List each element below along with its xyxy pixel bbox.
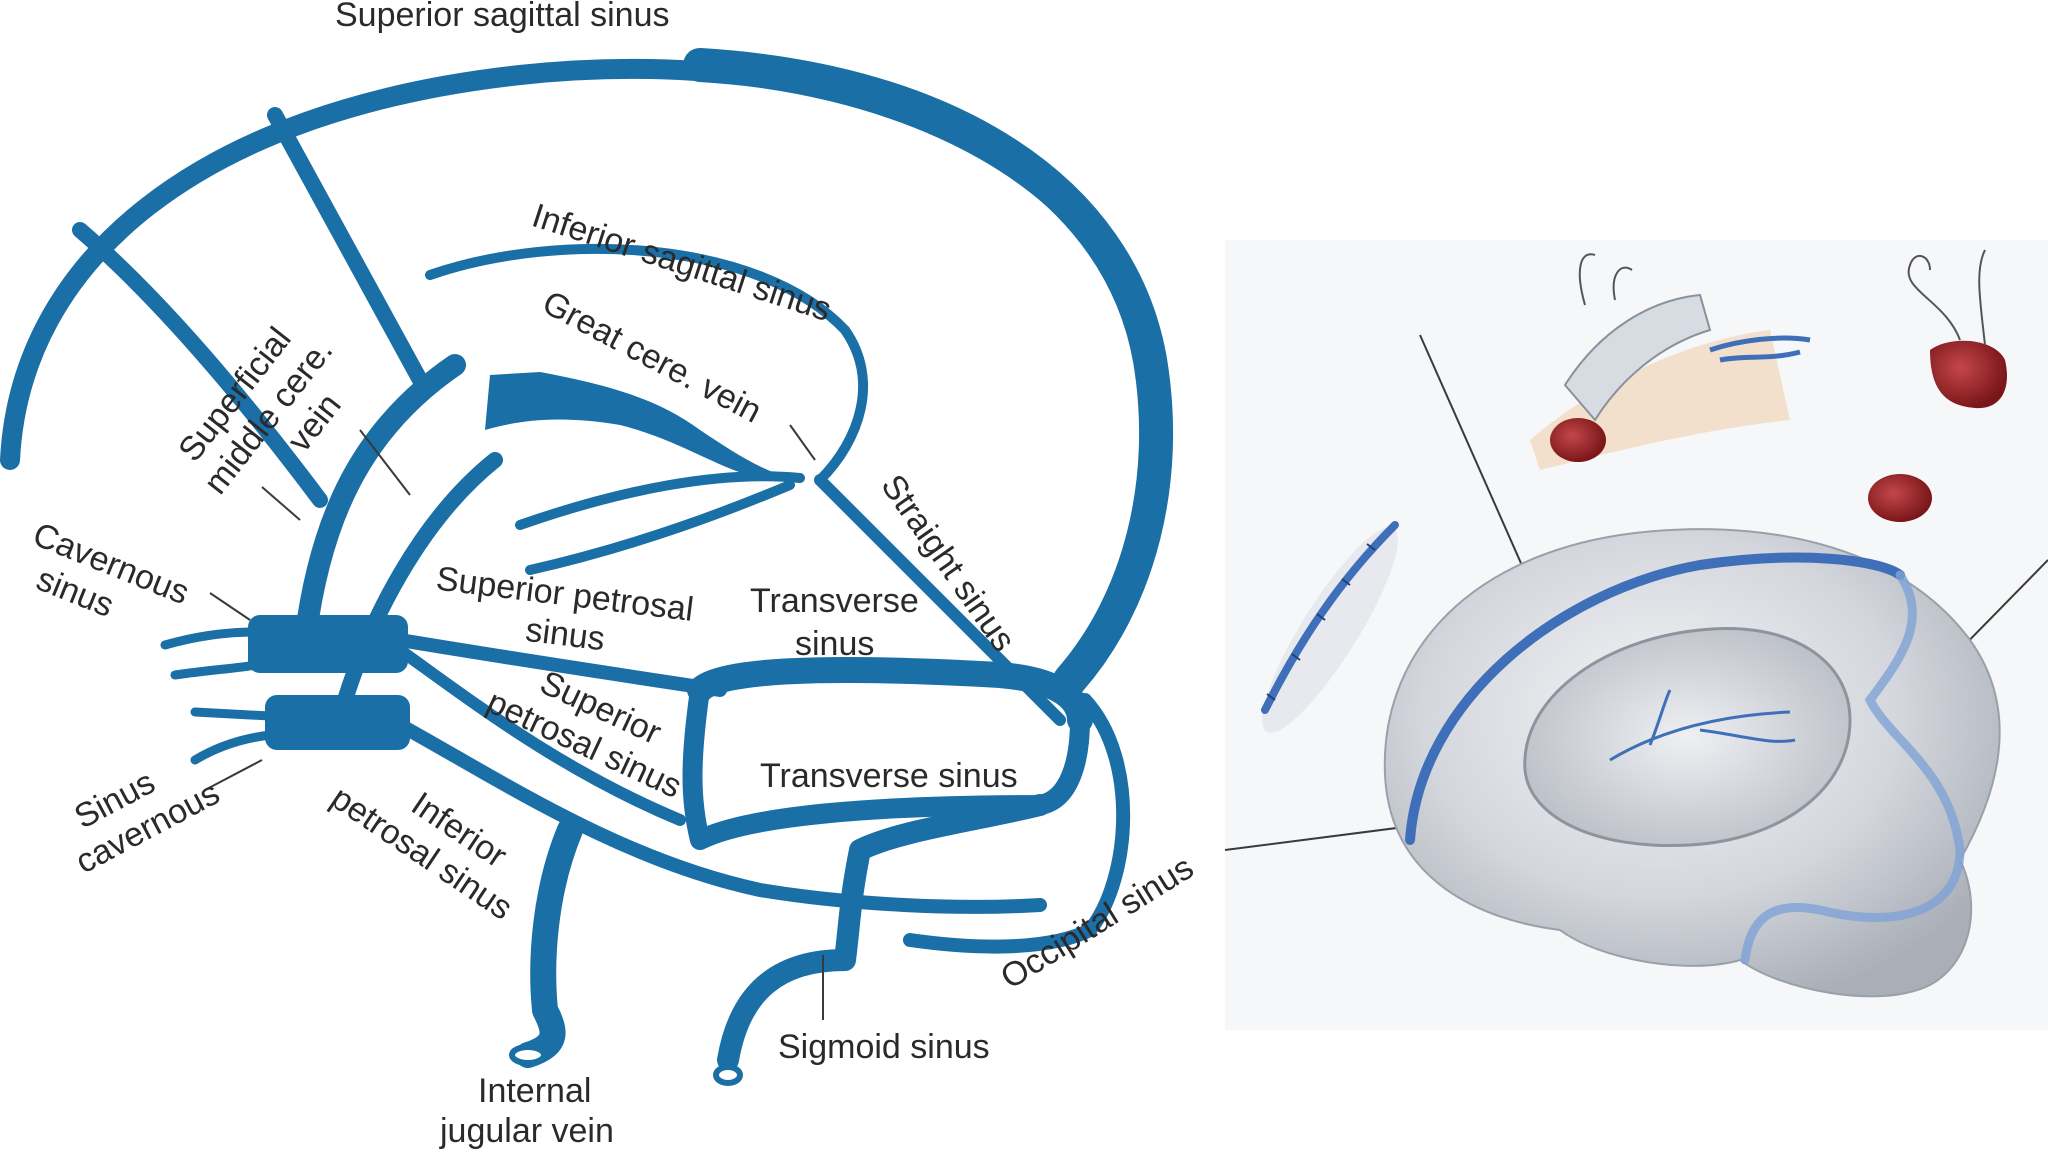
tributary-vein-1 (267, 107, 428, 388)
inferior-petrosal-sinus-vessel (393, 718, 1047, 914)
great-cerebral-vein-vessel (485, 372, 790, 478)
incision-line (1261, 521, 1399, 714)
superficial-middle-cerebral-vein-vessel (294, 354, 466, 651)
leader-cavernous-sinus (209, 592, 251, 621)
cavernous-sinus-block-lower (265, 695, 410, 750)
label-internal-jugular-vein: Internal jugular vein (439, 1072, 614, 1150)
label-sigmoid-sinus: Sigmoid sinus (778, 1028, 990, 1066)
sigmoid-sinus-vessel (717, 794, 1051, 1071)
leader-left (1224, 824, 1421, 851)
superior-sagittal-sinus-thick (683, 48, 1174, 697)
label-inferior-petrosal-sinus: Inferior petrosal sinus (324, 779, 519, 928)
transverse-sinus-lower-vessel (682, 680, 1090, 850)
clamp-body (1563, 293, 1712, 422)
label-transverse-sinus-a: Transverse sinus (750, 582, 919, 663)
dura-transverse-sinus (1740, 570, 1965, 965)
dura-sinus-band (1405, 552, 1905, 845)
clamp-vessel (1709, 335, 1811, 363)
label-occipital-sinus: Occipital sinus (994, 848, 1200, 996)
graft-patch (1930, 340, 2007, 409)
sigmoid-jugular-opening (713, 1064, 743, 1086)
tributary-vein-2 (72, 222, 328, 508)
top-inset-wound (1550, 418, 1606, 462)
leader-superficial-vein (261, 486, 301, 521)
cavernous-tributaries (160, 627, 275, 765)
window-vessel (1609, 689, 1796, 762)
dura-window (1523, 627, 1852, 848)
great-cerebral-vein-branch-1 (515, 471, 805, 530)
right-inset-wound (1868, 474, 1932, 522)
label-ts-a-line1: Transverse (750, 582, 919, 620)
suture-stitches (1266, 543, 1376, 701)
leader-sinus-cavernous (204, 759, 263, 791)
transverse-sinus-upper-vessel (687, 657, 1093, 733)
clamp-inset (1530, 253, 1811, 470)
internal-jugular-vein-vessel (515, 817, 583, 1068)
label-sps-a-line2: sinus (523, 611, 606, 658)
great-cerebral-vein-branch-2 (525, 480, 795, 575)
label-superior-sagittal-sinus: Superior sagittal sinus (335, 0, 670, 34)
label-transverse-sinus-b: Transverse sinus (760, 757, 1018, 795)
sutured-incision-inset (1261, 521, 1399, 733)
occipital-sinus-vessel (903, 693, 1131, 954)
label-cavernous-sinus: Cavernous sinus (28, 515, 195, 625)
leader-great-cere-vein (789, 424, 816, 461)
top-inset-suture (1578, 253, 1633, 306)
superior-petrosal-sinus-lower-vessel (394, 644, 686, 826)
label-ts-a-line2: sinus (795, 625, 874, 663)
surgical-dura-illustration (1224, 240, 2048, 1030)
label-ijv-line2: jugular vein (439, 1112, 614, 1150)
incision-shadow (1262, 527, 1398, 733)
cavernous-sinus-block-upper (248, 615, 408, 673)
superior-petrosal-sinus-vessel (393, 633, 727, 697)
graft-patch-inset (1868, 249, 2007, 522)
internal-jugular-vein-opening (509, 1044, 547, 1066)
venous-sinus-diagram: Superior sagittal sinus Inferior sagitta… (0, 0, 1200, 1150)
label-ijv-line1: Internal (478, 1072, 591, 1110)
leader-vein (359, 429, 411, 496)
inferior-sagittal-sinus-vessel (425, 243, 869, 485)
right-inset-suture (1907, 249, 1986, 346)
